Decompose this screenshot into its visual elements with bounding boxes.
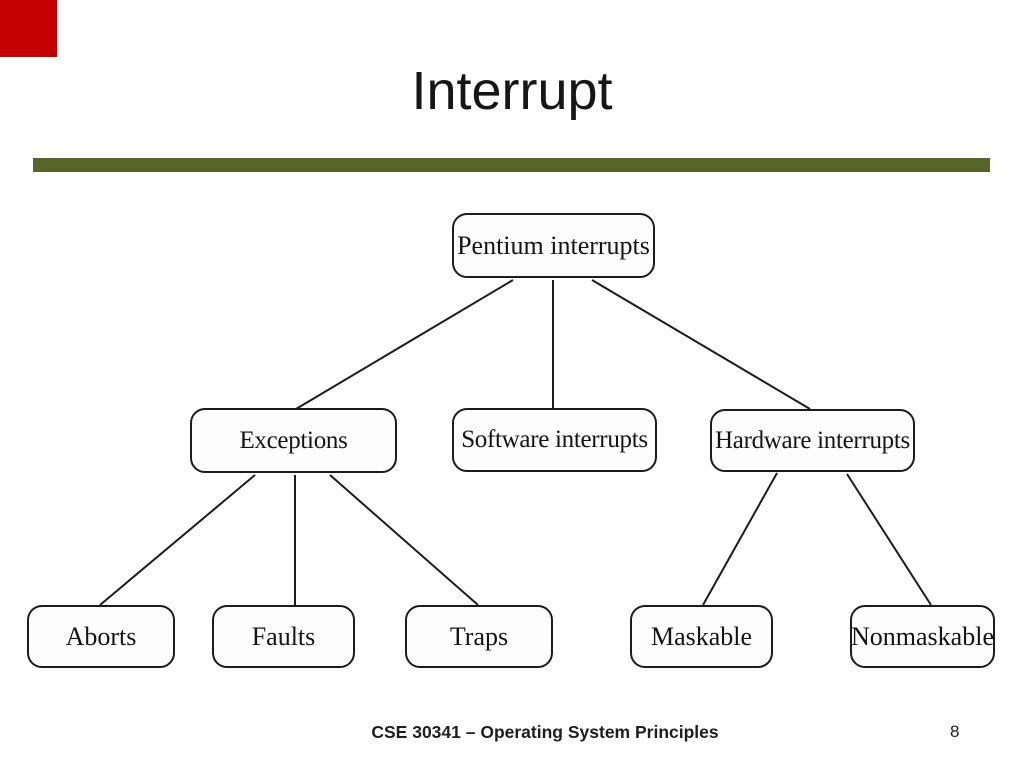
node-hardware-interrupts: Hardware interrupts [710, 409, 915, 472]
node-pentium-interrupts: Pentium interrupts [452, 213, 655, 278]
node-software-interrupts: Software interrupts [452, 408, 657, 472]
edge-exceptions-aborts [99, 474, 256, 606]
edge-pentium-exceptions [295, 279, 514, 410]
title-divider-bar [33, 158, 990, 172]
edge-hardware-nonmaskable [846, 473, 932, 606]
node-maskable: Maskable [630, 605, 773, 668]
node-aborts: Aborts [27, 605, 175, 668]
node-faults: Faults [212, 605, 355, 668]
slide-title: Interrupt [411, 61, 613, 121]
page-number: 8 [950, 722, 960, 741]
red-marker [0, 0, 57, 57]
edge-pentium-hardware [591, 279, 811, 410]
node-exceptions: Exceptions [190, 408, 397, 473]
edge-hardware-maskable [702, 472, 778, 606]
edge-exceptions-traps [329, 474, 479, 606]
node-nonmaskable: Nonmaskable [850, 605, 995, 668]
footer-course-label: CSE 30341 – Operating System Principles [371, 722, 719, 742]
node-traps: Traps [405, 605, 553, 668]
